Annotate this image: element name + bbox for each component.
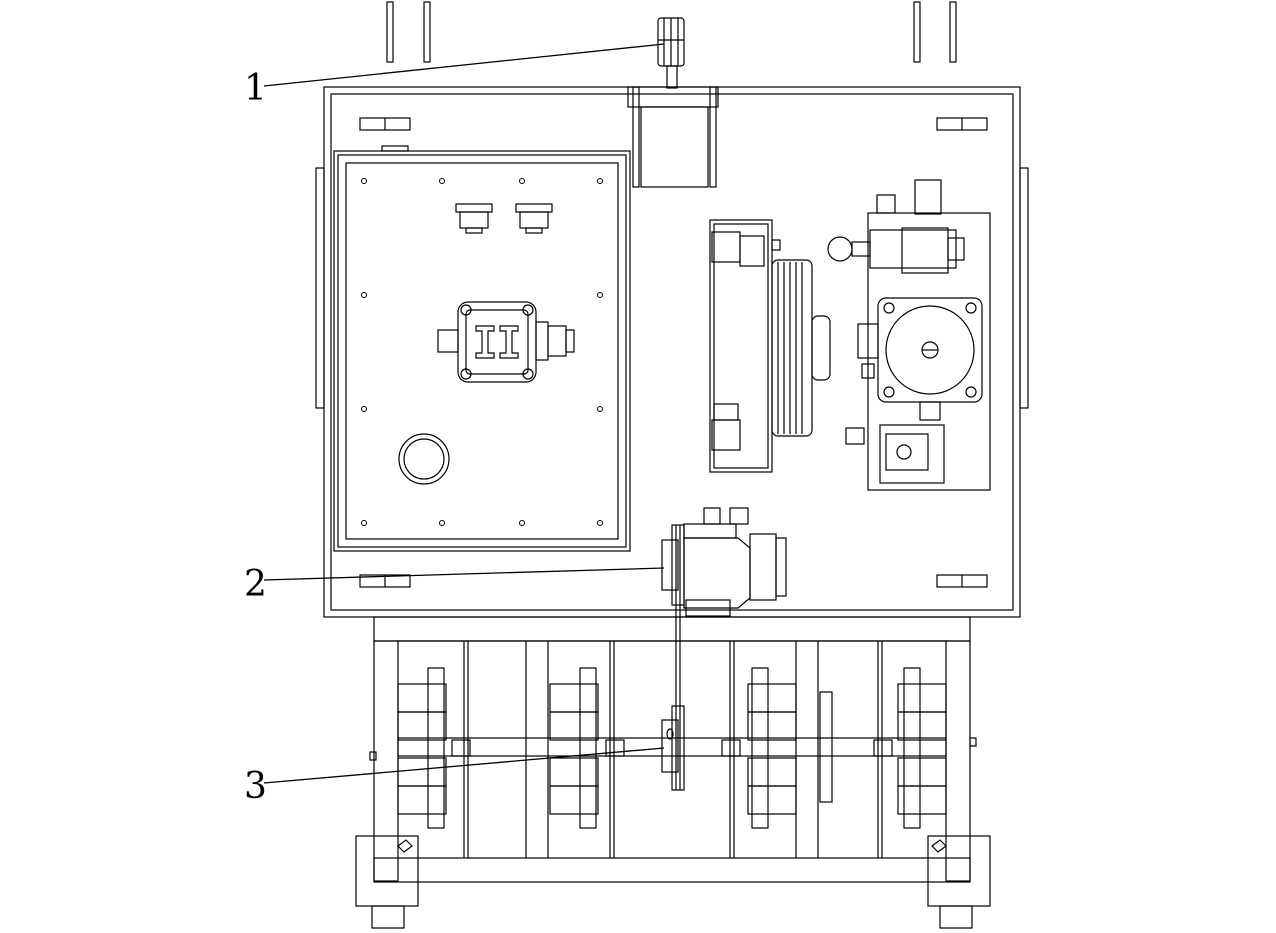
lifting-rods [386, 1, 957, 63]
leader-lines [263, 43, 665, 784]
lower-sprocket [661, 705, 685, 791]
drive-motor [661, 507, 787, 617]
callout-1-label: 1 [244, 68, 267, 109]
base-frame [369, 616, 977, 883]
casters [355, 835, 991, 929]
roller-bearings [397, 667, 947, 829]
callout-2-label: 2 [244, 564, 267, 605]
valve-block-mid [709, 219, 831, 473]
callout-3-label: 3 [244, 766, 267, 807]
control-panel [333, 145, 631, 552]
top-motor-knob [627, 17, 719, 188]
valve-assembly-right [827, 179, 991, 491]
